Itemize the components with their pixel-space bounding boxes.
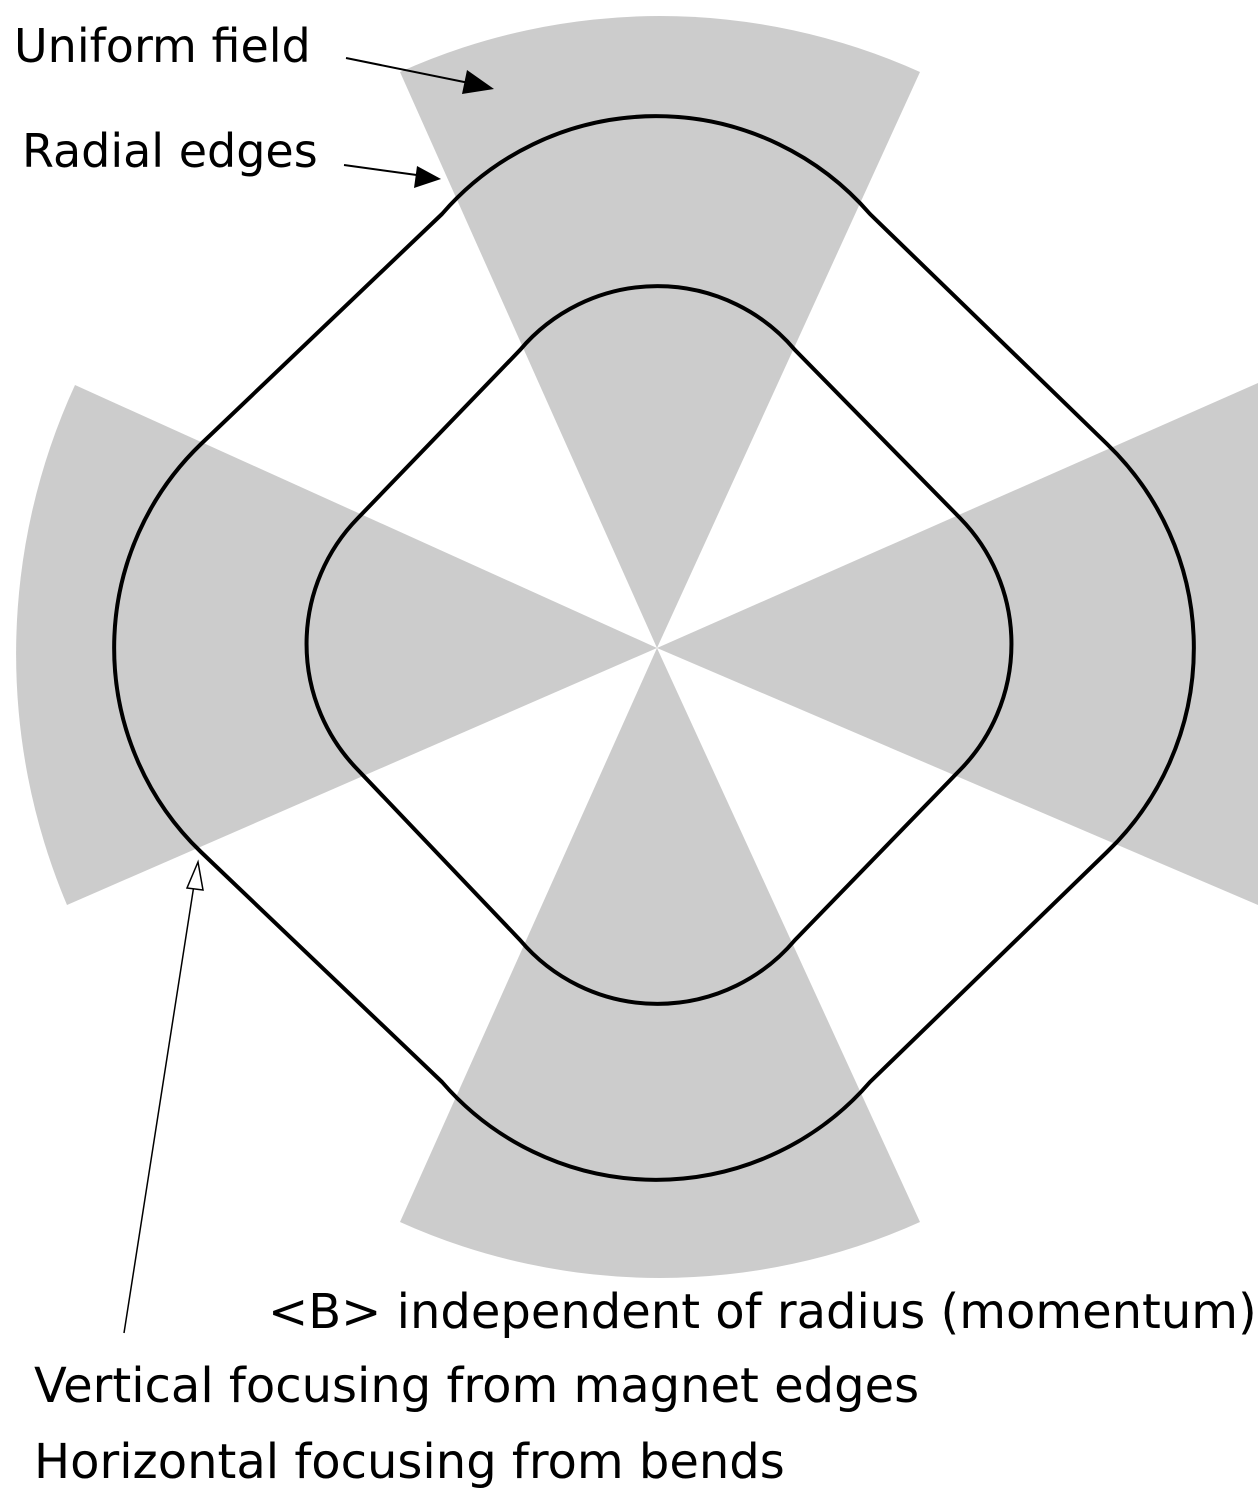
magnet-sector-right [657, 383, 1258, 905]
uniform-field-label: Uniform field [14, 19, 311, 73]
vertical-focusing-label: Vertical focusing from magnet edges [34, 1358, 919, 1414]
magnet-sector-left [16, 385, 658, 905]
magnet-sector-bottom [400, 648, 920, 1278]
horizontal-focusing-label: Horizontal focusing from bends [34, 1434, 785, 1490]
outer-orbit [112, 114, 1196, 1182]
vertical-focusing-pointer [123, 859, 204, 1334]
b-independent-label: <B> independent of radius (momentum) [268, 1284, 1257, 1340]
vertical-focusing-arrowhead [185, 859, 204, 891]
magnet-sector-top [400, 16, 920, 648]
radial-edges-label: Radial edges [22, 124, 318, 178]
magnet-sectors [16, 16, 1258, 1278]
uniform-field-pointer [345, 57, 494, 94]
uniform-field-arrowhead [462, 70, 494, 94]
radial-edges-pointer [343, 164, 441, 188]
radial-edges-arrowhead [414, 166, 441, 188]
inner-orbit [304, 284, 1014, 1006]
